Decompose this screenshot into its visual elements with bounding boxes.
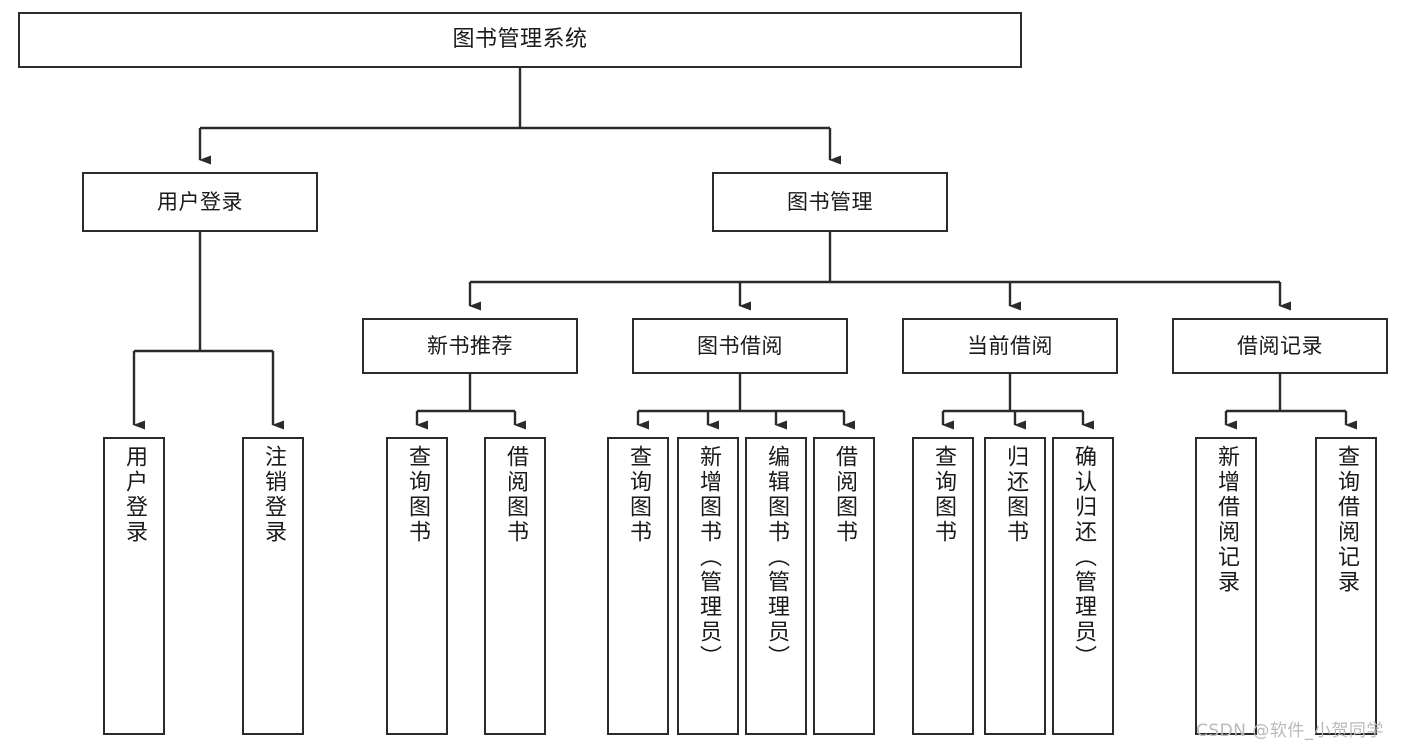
node-root[interactable]: 图书管理系统	[18, 12, 1022, 68]
csdn-watermark: CSDN @软件_小贺同学	[1196, 721, 1384, 741]
leaf-borrow-book-2-label: 借阅图书	[832, 445, 857, 545]
leaf-return-book-label: 归还图书	[1003, 445, 1028, 545]
node-book-borrow[interactable]: 图书借阅	[632, 318, 848, 374]
leaf-add-borrow-record-label: 新增借阅记录	[1214, 445, 1239, 595]
node-user-login[interactable]: 用户登录	[82, 172, 318, 232]
leaf-query-book-3-label: 查询图书	[931, 445, 956, 545]
node-book-borrow-label: 图书借阅	[697, 333, 783, 358]
leaf-query-book-2[interactable]: 查询图书	[607, 437, 669, 735]
leaf-edit-book[interactable]: 编辑图书（管理员）	[745, 437, 807, 735]
leaf-return-book[interactable]: 归还图书	[984, 437, 1046, 735]
leaf-query-book-3[interactable]: 查询图书	[912, 437, 974, 735]
leaf-confirm-return-label: 确认归还（管理员）	[1071, 445, 1096, 670]
leaf-query-book-2-label: 查询图书	[626, 445, 651, 545]
leaf-query-borrow-record[interactable]: 查询借阅记录	[1315, 437, 1377, 735]
node-new-book-recommend-label: 新书推荐	[427, 333, 513, 358]
node-book-manage-label: 图书管理	[787, 189, 873, 214]
node-root-label: 图书管理系统	[452, 27, 588, 53]
leaf-borrow-book-1[interactable]: 借阅图书	[484, 437, 546, 735]
leaf-edit-book-label: 编辑图书（管理员）	[764, 445, 789, 670]
leaf-user-logout-label: 注销登录	[261, 445, 286, 545]
leaf-query-book-1[interactable]: 查询图书	[386, 437, 448, 735]
node-borrow-record-label: 借阅记录	[1237, 333, 1323, 358]
node-new-book-recommend[interactable]: 新书推荐	[362, 318, 578, 374]
node-current-borrow[interactable]: 当前借阅	[902, 318, 1118, 374]
leaf-user-logout[interactable]: 注销登录	[242, 437, 304, 735]
leaf-add-book-label: 新增图书（管理员）	[696, 445, 721, 670]
leaf-query-borrow-record-label: 查询借阅记录	[1334, 445, 1359, 595]
leaf-borrow-book-2[interactable]: 借阅图书	[813, 437, 875, 735]
leaf-borrow-book-1-label: 借阅图书	[503, 445, 528, 545]
node-user-login-label: 用户登录	[157, 189, 243, 214]
leaf-confirm-return[interactable]: 确认归还（管理员）	[1052, 437, 1114, 735]
leaf-user-login[interactable]: 用户登录	[103, 437, 165, 735]
leaf-user-login-label: 用户登录	[122, 445, 147, 545]
leaf-add-borrow-record[interactable]: 新增借阅记录	[1195, 437, 1257, 735]
node-borrow-record[interactable]: 借阅记录	[1172, 318, 1388, 374]
node-book-manage[interactable]: 图书管理	[712, 172, 948, 232]
leaf-query-book-1-label: 查询图书	[405, 445, 430, 545]
node-current-borrow-label: 当前借阅	[967, 333, 1053, 358]
leaf-add-book[interactable]: 新增图书（管理员）	[677, 437, 739, 735]
